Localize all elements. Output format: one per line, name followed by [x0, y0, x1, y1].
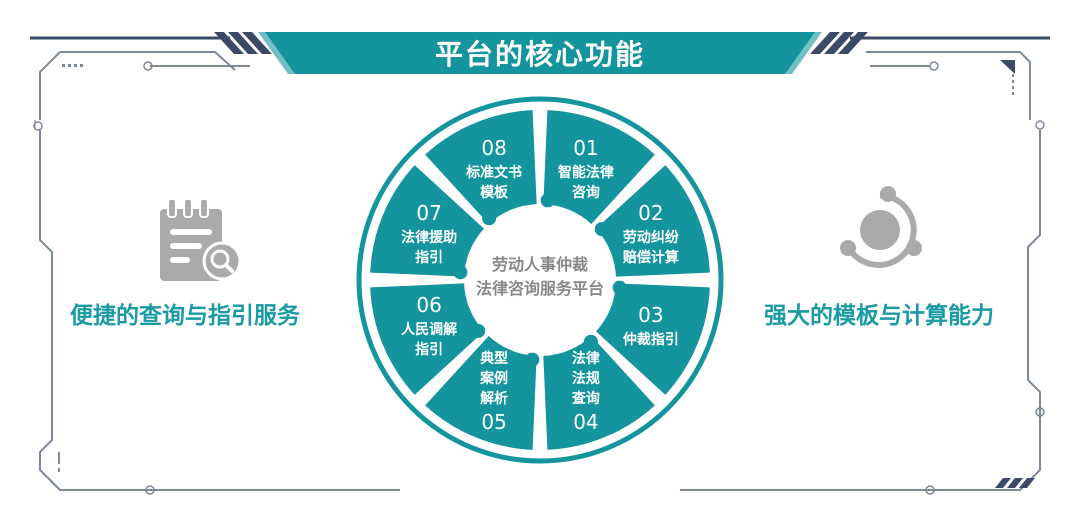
segment-label-06: 人民调解 — [401, 321, 457, 338]
segment-knob-02 — [594, 222, 609, 237]
segment-number-05: 05 — [481, 410, 506, 434]
wheel-segment-03 — [596, 283, 710, 395]
wheel-segment-01 — [543, 110, 655, 224]
wheel-segment-05 — [425, 336, 537, 450]
wheel-segment-07 — [370, 165, 484, 277]
wheel-segment-06 — [370, 283, 484, 395]
right-feature-label: 强大的模板与计算能力 — [764, 303, 994, 329]
segment-label-08: 标准文书 — [465, 164, 522, 181]
segment-number-07: 07 — [416, 201, 441, 225]
wheel-segment-02 — [596, 165, 710, 277]
segment-number-02: 02 — [638, 201, 663, 225]
segment-label-02: 劳动纠纷 — [623, 229, 679, 246]
segment-label-06: 指引 — [415, 341, 443, 358]
wheel-segment-08 — [425, 110, 537, 224]
segment-label-08: 模板 — [480, 184, 509, 201]
segment-number-01: 01 — [573, 136, 598, 160]
segment-label-03: 仲裁指引 — [623, 331, 679, 348]
segment-label-02: 赔偿计算 — [622, 249, 679, 266]
segment-label-04: 查询 — [572, 390, 600, 407]
segment-number-03: 03 — [638, 303, 663, 327]
segment-label-04: 法规 — [572, 370, 600, 387]
segment-label-05: 典型 — [480, 350, 508, 367]
center-title-line1: 劳动人事仲裁 — [492, 255, 588, 274]
segment-label-07: 法律援助 — [401, 229, 457, 246]
segment-label-04: 法律 — [572, 350, 600, 367]
segment-number-04: 04 — [573, 410, 598, 434]
segment-label-01: 咨询 — [572, 184, 600, 201]
segment-number-08: 08 — [481, 136, 506, 160]
segment-knob-07 — [453, 265, 468, 280]
segment-knob-08 — [482, 211, 497, 226]
document-search-icon — [160, 198, 242, 281]
wheel-segment-04 — [543, 336, 655, 450]
segment-knob-01 — [540, 193, 555, 208]
wheel-outer-ring — [356, 96, 724, 464]
left-feature-label: 便捷的查询与指引服务 — [70, 303, 300, 329]
segment-number-06: 06 — [416, 293, 441, 317]
segment-label-05: 解析 — [480, 390, 508, 407]
segment-knob-04 — [583, 334, 598, 349]
segment-label-01: 智能法律 — [557, 164, 614, 181]
center-title-line2: 法律咨询服务平台 — [476, 279, 604, 298]
segment-knob-05 — [525, 352, 540, 367]
wheel-center — [468, 208, 612, 352]
segment-knob-06 — [471, 323, 486, 338]
segment-label-05: 案例 — [479, 370, 508, 387]
cycle-nodes-icon — [840, 186, 922, 268]
segment-label-07: 指引 — [415, 249, 443, 266]
segment-knob-03 — [612, 280, 627, 295]
page-title: 平台的核心功能 — [434, 38, 645, 71]
